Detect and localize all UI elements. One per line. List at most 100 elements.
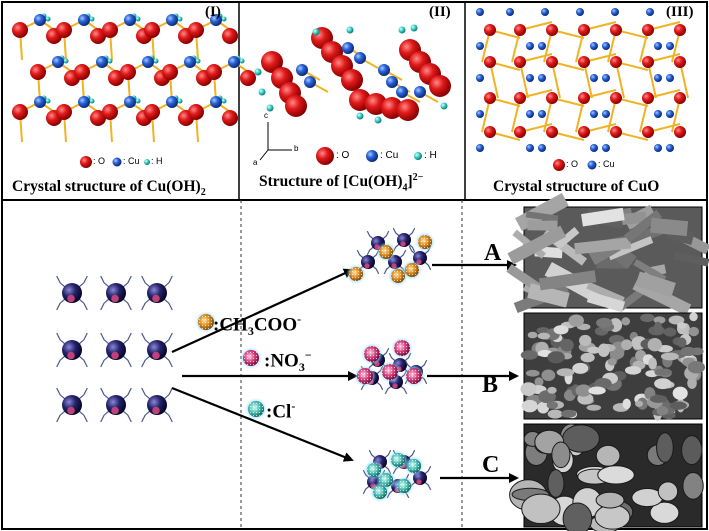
copper-atom — [184, 56, 196, 68]
copper-atom — [654, 42, 662, 50]
oxygen-atom — [222, 110, 238, 126]
sem-texture — [607, 358, 617, 366]
complex-highlight — [152, 351, 160, 360]
hydrogen-atom — [440, 102, 448, 110]
copper-atom — [654, 74, 662, 82]
oxygen-atom — [144, 104, 160, 120]
cu-complex — [147, 283, 167, 303]
sem-texture — [527, 331, 538, 339]
caption-cuoh2: Crystal structure of Cu(OH)2 — [12, 178, 206, 199]
copper-atom — [476, 74, 484, 82]
complex-highlight — [111, 351, 119, 360]
copper-atom — [476, 8, 484, 16]
sem-texture — [654, 368, 672, 376]
sem-texture — [609, 347, 625, 360]
oxygen-atom — [546, 92, 558, 104]
cu-complex — [106, 283, 126, 303]
sem-texture — [527, 283, 570, 308]
hydrogen-atom — [89, 16, 95, 22]
oxygen-atom — [381, 97, 403, 119]
copper-atom — [210, 14, 222, 26]
cu-complex — [62, 283, 82, 303]
bond — [519, 61, 529, 99]
copper-atom — [526, 144, 534, 152]
complex-highlight — [392, 383, 398, 389]
hydrogen-atom — [266, 104, 274, 112]
copper-atom — [602, 42, 610, 50]
nitrate-ion-texture — [364, 346, 380, 362]
axis-label-b: b — [294, 144, 299, 153]
oxygen-atom — [642, 92, 654, 104]
copper-atom — [526, 110, 534, 118]
caption-cuoh4-complex: Structure of [Cu(OH)4]2− — [259, 172, 424, 194]
copper-atom — [541, 8, 549, 16]
sem-texture — [541, 369, 556, 382]
oxygen-atom — [514, 92, 526, 104]
copper-atom — [78, 14, 90, 26]
sem-texture — [622, 398, 631, 410]
sem-texture — [653, 316, 666, 324]
oxygen-atom — [546, 126, 558, 138]
sem-image-b — [520, 312, 706, 421]
axis-triad — [259, 122, 292, 161]
oxygen-atom — [610, 126, 622, 138]
legend-o-label: : O — [93, 156, 106, 166]
hydrogen-atom — [410, 24, 418, 32]
sem-texture — [546, 401, 558, 409]
sem-texture — [650, 217, 689, 237]
oxygen-atom — [12, 104, 28, 120]
sem-texture — [521, 399, 538, 413]
sem-texture — [534, 377, 544, 387]
copper-atom — [602, 110, 610, 118]
copper-atom — [602, 144, 610, 152]
oxygen-atom — [341, 69, 363, 91]
hydrogen-atom — [312, 28, 320, 36]
sem-texture — [536, 327, 550, 334]
oxygen-atom — [642, 56, 654, 68]
panel-number-ii: (II) — [429, 4, 451, 20]
chloride-ion-texture — [373, 485, 387, 499]
hydrogen-atom — [89, 98, 95, 104]
result-label-a: A — [484, 240, 502, 266]
oxygen-atom — [108, 70, 124, 86]
copper-atom — [538, 42, 546, 50]
sem-texture — [507, 225, 567, 265]
mechanism-scheme — [56, 227, 519, 502]
oxygen-atom — [429, 75, 451, 97]
sem-texture — [572, 362, 589, 374]
hydrogen-atom — [177, 98, 183, 104]
hydrogen-atom — [374, 116, 382, 124]
anion-label-chloride: :Cl- — [266, 399, 296, 423]
copper-atom — [124, 14, 136, 26]
sem-texture — [654, 378, 672, 390]
sem-texture — [575, 384, 592, 397]
cu-complex — [106, 340, 126, 360]
hydrogen-atom — [239, 58, 245, 64]
oxygen-atom — [102, 22, 118, 38]
oxygen-atom — [484, 24, 496, 36]
copper-atom — [576, 8, 584, 16]
copper-atom — [538, 74, 546, 82]
oxygen-atom — [610, 24, 622, 36]
copper-atom — [602, 74, 610, 82]
acetate-ion-texture — [349, 267, 363, 281]
legend-cu-label: : Cu — [598, 159, 615, 169]
nitrate-ion-texture — [243, 350, 259, 366]
complex-highlight — [67, 351, 75, 360]
sem-texture — [687, 361, 706, 374]
sem-texture — [581, 207, 625, 227]
sem-texture — [596, 317, 613, 328]
complex-highlight — [111, 406, 119, 415]
oxygen-atom — [578, 126, 590, 138]
sem-texture — [547, 386, 557, 394]
sem-texture — [579, 334, 592, 347]
sem-texture — [537, 332, 551, 340]
hydrogen-atom — [107, 58, 113, 64]
nitrate-ion-texture — [357, 368, 373, 384]
sem-texture — [677, 322, 687, 329]
copper-atom — [142, 56, 154, 68]
oxygen-atom — [285, 95, 307, 117]
sem-texture — [551, 441, 571, 469]
hydrogen-atom — [45, 98, 51, 104]
copper-atom — [590, 74, 598, 82]
